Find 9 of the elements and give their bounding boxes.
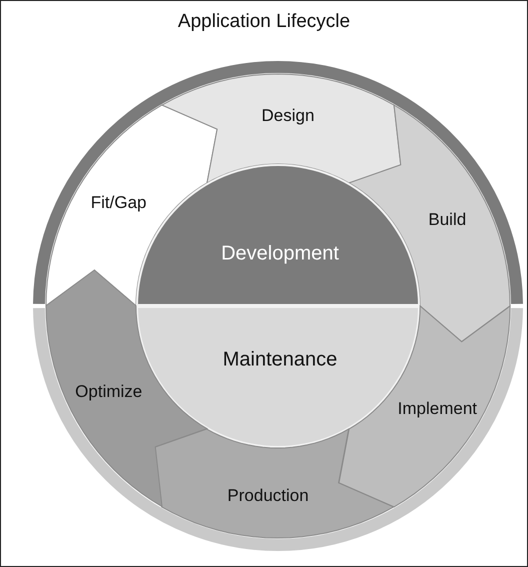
segment-label: Optimize [75, 382, 142, 402]
center-label: Development [221, 242, 339, 266]
segment-label: Production [227, 486, 309, 506]
segment-label: Build [428, 210, 466, 230]
center-label: Maintenance [222, 348, 338, 372]
title: Application Lifecycle [176, 11, 352, 33]
segment-label: Design [261, 106, 314, 126]
segment-label: Implement [398, 399, 478, 420]
segment-label: Fit/Gap [90, 192, 147, 212]
